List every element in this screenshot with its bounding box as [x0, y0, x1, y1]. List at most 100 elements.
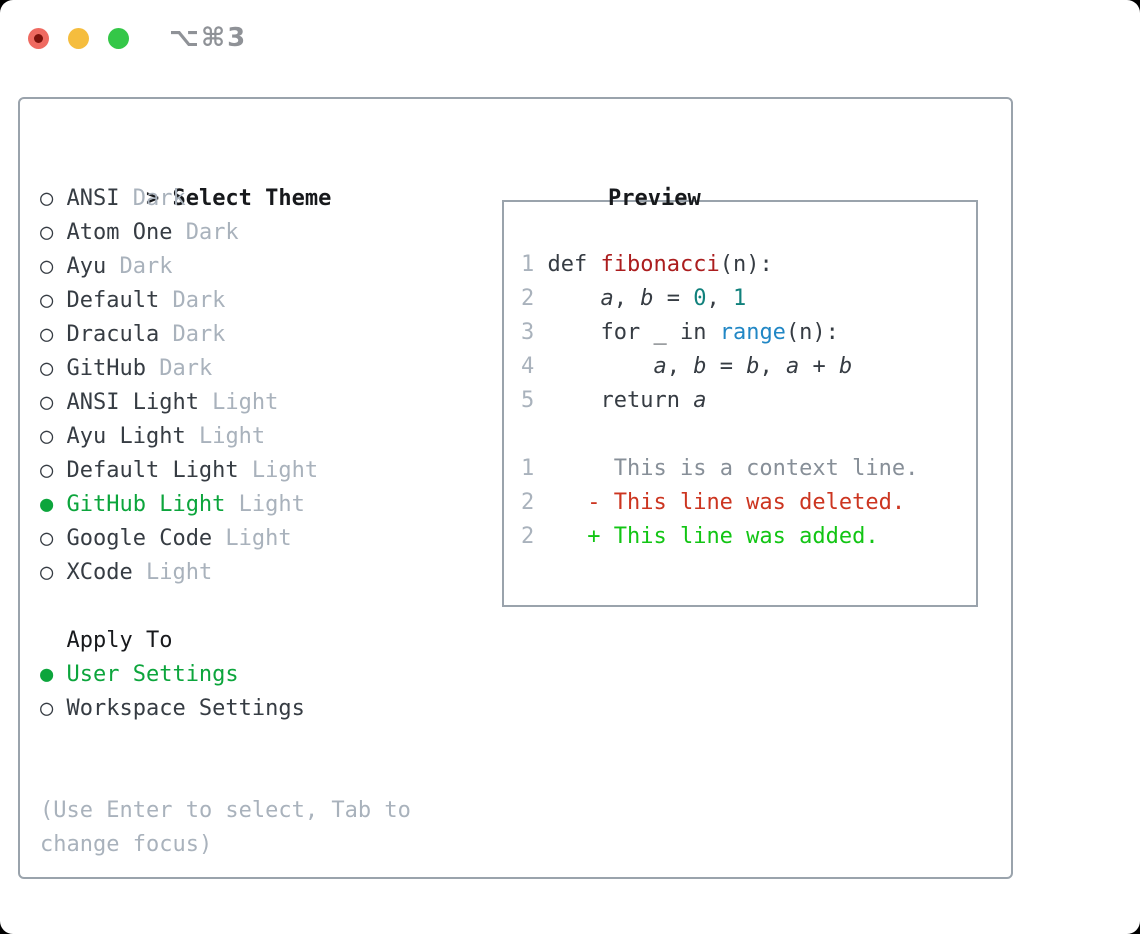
- code-segment-ctx: This is a context line.: [613, 456, 919, 481]
- code-segment-p: [534, 524, 587, 549]
- code-preview: 1 def fibonacci(n): 2 a, b = 0, 1 3 for _ …: [521, 248, 976, 554]
- option-variant-tag: Light: [212, 526, 292, 551]
- option-variant-tag: Dark: [172, 220, 239, 245]
- code-segment-var: a: [785, 354, 800, 379]
- option-label: Google Code: [66, 526, 213, 551]
- close-button-dot: [34, 33, 43, 43]
- code-segment-p: [534, 252, 547, 277]
- code-segment-p: (n):: [719, 252, 773, 277]
- option-label: ANSI: [66, 186, 120, 211]
- code-segment-p: (n):: [785, 320, 839, 345]
- radio-unselected-icon: ○: [40, 356, 54, 381]
- option-variant-tag: Light: [185, 424, 266, 449]
- option-label: Ayu: [66, 254, 107, 279]
- code-segment-var: b: [746, 354, 760, 379]
- theme-picker-panel: >Select Theme ○ANSI Dark○Atom One Dark○A…: [18, 97, 1013, 879]
- code-segment-var: a: [653, 354, 667, 379]
- help-text: (Use Enter to select, Tab to change focu…: [40, 798, 411, 857]
- code-segment-p: ,: [759, 354, 786, 379]
- theme-option[interactable]: ○ANSI Light Light: [40, 386, 502, 420]
- option-label: Workspace Settings: [66, 696, 305, 721]
- code-segment-ln: 2: [521, 490, 535, 515]
- preview-title-row: Preview: [502, 148, 982, 211]
- code-segment-ln: 1: [521, 252, 535, 277]
- code-line: 4 a, b = b, a + b: [521, 350, 976, 384]
- theme-option[interactable]: ○ Dracula Dark: [40, 318, 502, 352]
- code-segment-p: [587, 252, 600, 277]
- code-segment-ln: 2: [521, 524, 535, 549]
- spacer: [40, 726, 502, 760]
- code-segment-kw: for _ in: [600, 320, 720, 345]
- theme-option[interactable]: ○Ayu Dark: [40, 250, 502, 284]
- code-line: 5 return a: [521, 384, 976, 418]
- apply-to-title: Apply To: [66, 628, 173, 653]
- code-segment-var: b: [838, 354, 853, 379]
- option-label: GitHub Light: [66, 492, 226, 517]
- code-segment-p: [534, 354, 653, 379]
- theme-option[interactable]: ●GitHub Light Light: [40, 488, 502, 522]
- code-segment-p: [534, 456, 613, 481]
- minimize-button[interactable]: [68, 27, 89, 49]
- apply-to-option[interactable]: ● User Settings: [40, 658, 502, 692]
- code-segment-ln: 4: [521, 354, 535, 379]
- theme-option[interactable]: ○Default Light Light: [40, 454, 502, 488]
- code-segment-del: - This line was deleted.: [587, 490, 906, 515]
- code-segment-p: [534, 320, 600, 345]
- theme-option[interactable]: ○GitHub Dark: [40, 352, 502, 386]
- code-line: 3 for _ in range(n):: [521, 316, 976, 350]
- theme-option[interactable]: ○Ayu Light Light: [40, 420, 502, 454]
- radio-selected-icon: ●: [40, 662, 54, 687]
- option-label: Dracula: [66, 322, 160, 347]
- zoom-button[interactable]: [108, 27, 129, 49]
- code-line: 1 def fibonacci(n):: [521, 248, 976, 282]
- radio-unselected-icon: ○: [40, 322, 54, 347]
- option-label: XCode: [66, 560, 133, 585]
- window-shortcut-label: ⌥⌘3: [169, 23, 248, 53]
- option-variant-tag: Dark: [119, 186, 186, 211]
- apply-to-option[interactable]: ○Workspace Settings: [40, 692, 502, 726]
- theme-option[interactable]: ○ XCode Light: [40, 556, 502, 590]
- option-variant-tag: Light: [132, 560, 213, 585]
- theme-option[interactable]: ○Atom One Dark: [40, 216, 502, 250]
- code-segment-num: 1: [732, 286, 747, 311]
- theme-menu-title-row: >Select Theme: [40, 148, 502, 211]
- apply-to-list: ● User Settings ○Workspace Settings: [40, 658, 502, 726]
- close-button[interactable]: [28, 27, 49, 49]
- code-segment-p: =: [706, 354, 747, 379]
- radio-unselected-icon: ○: [40, 254, 54, 279]
- theme-option[interactable]: ○ANSI Dark: [40, 182, 502, 216]
- focus-caret-icon: >: [145, 186, 160, 211]
- window-titlebar: ⌥⌘3: [0, 0, 1140, 76]
- radio-unselected-icon: ○: [40, 526, 54, 551]
- code-segment-ln: 3: [521, 320, 535, 345]
- theme-option[interactable]: ○ Default Dark: [40, 284, 502, 318]
- option-label: Default Light: [66, 458, 239, 483]
- code-segment-fn: fibonacci: [600, 252, 720, 277]
- code-segment-var: b: [640, 286, 654, 311]
- code-segment-ln: 2: [521, 286, 535, 311]
- radio-unselected-icon: ○: [40, 560, 54, 585]
- option-label: GitHub: [66, 356, 146, 381]
- code-segment-p: ,: [613, 286, 641, 311]
- option-variant-tag: Light: [225, 492, 305, 517]
- option-variant-tag: Dark: [159, 288, 226, 313]
- code-segment-p: ,: [666, 354, 694, 379]
- code-segment-var: a: [693, 388, 707, 413]
- radio-unselected-icon: ○: [40, 458, 54, 483]
- code-segment-var: a: [600, 286, 614, 311]
- option-variant-tag: Dark: [159, 322, 226, 347]
- code-segment-p: =: [653, 286, 694, 311]
- code-segment-p: +: [799, 354, 839, 379]
- theme-menu-column: >Select Theme ○ANSI Dark○Atom One Dark○A…: [40, 148, 502, 877]
- preview-column: Preview 1 def fibonacci(n): 2 a, b = 0, 1…: [502, 148, 982, 877]
- code-segment-p: [534, 286, 600, 311]
- option-label: User Settings: [66, 662, 239, 687]
- code-segment-p: ,: [706, 286, 733, 311]
- code-segment-kw: return: [600, 388, 694, 413]
- radio-unselected-icon: ○: [40, 288, 54, 313]
- theme-option[interactable]: ○ Google Code Light: [40, 522, 502, 556]
- option-label: Default: [66, 288, 160, 313]
- code-segment-num: 0: [693, 286, 707, 311]
- option-label: Atom One: [66, 220, 173, 245]
